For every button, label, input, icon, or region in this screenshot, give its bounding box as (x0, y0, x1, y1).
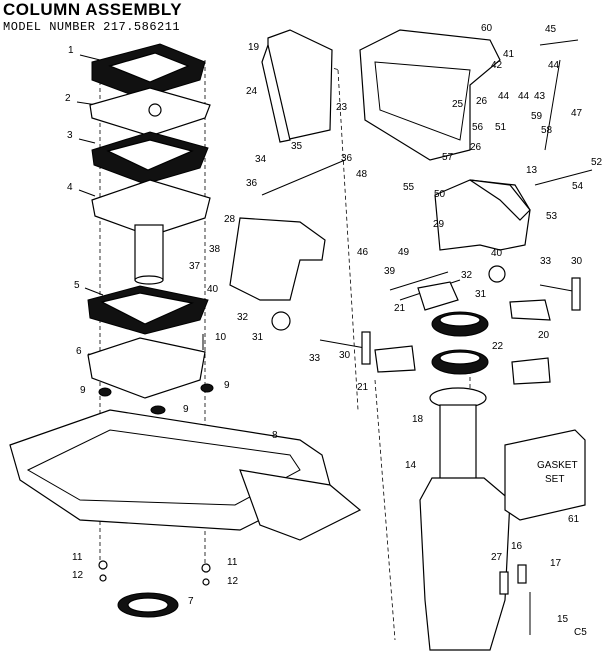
callout-c18: 18 (412, 414, 424, 425)
callout-c14: 14 (405, 460, 417, 471)
callout-c49: 49 (398, 247, 410, 258)
callout-c30b: 30 (339, 350, 351, 361)
callout-c12b: 12 (227, 576, 239, 587)
column-14 (439, 404, 477, 481)
callout-c60: 60 (481, 23, 493, 34)
callout-c42: 42 (491, 60, 503, 71)
callout-c33b: 33 (309, 353, 321, 364)
callout-c40b: 40 (207, 284, 219, 295)
callout-c32a: 32 (461, 270, 473, 281)
rod-52 (534, 169, 593, 186)
bushing-half-20 (509, 299, 551, 321)
callout-c31a: 31 (475, 289, 487, 300)
callout-c45: 45 (545, 24, 557, 35)
callout-c59: 59 (531, 111, 543, 122)
link-45 (539, 39, 579, 46)
callout-c53: 53 (546, 211, 558, 222)
callout-c50: 50 (434, 189, 446, 200)
pad-27 (499, 571, 509, 595)
callout-c38: 38 (209, 244, 221, 255)
plate-16 (517, 564, 527, 584)
drive-shaft-housing (419, 477, 511, 651)
callout-c30a: 30 (571, 256, 583, 267)
callout-c20: 20 (538, 330, 550, 341)
shaft-34 (261, 159, 346, 196)
clamp-screw-30 (319, 339, 366, 349)
callout-c33a: 33 (540, 256, 552, 267)
callout-c26a: 26 (476, 96, 488, 107)
swivel-housing-60 (359, 29, 501, 161)
callout-c41: 41 (503, 49, 515, 60)
callout-c12a: 12 (72, 570, 84, 581)
callout-c55: 55 (403, 182, 415, 193)
callout-c24: 24 (246, 86, 258, 97)
callout-c48: 48 (356, 169, 368, 180)
callout-c44b: 44 (498, 91, 510, 102)
callout-c8: 8 (272, 430, 278, 441)
callout-c34: 34 (255, 154, 267, 165)
callout-c36a: 36 (341, 153, 353, 164)
callout-c44a: 44 (548, 60, 560, 71)
callout-c10: 10 (215, 332, 227, 343)
plate-6 (87, 337, 206, 399)
callout-c23: 23 (336, 102, 348, 113)
adapter-plate-4 (91, 179, 211, 237)
callout-c22: 22 (492, 341, 504, 352)
callout-c52: 52 (591, 157, 603, 168)
callout-c43: 43 (534, 91, 546, 102)
callout-c9b: 9 (183, 404, 189, 415)
callout-c19: 19 (248, 42, 260, 53)
callout-c15: 15 (557, 614, 569, 625)
callout-c57: 57 (442, 152, 454, 163)
callout-c5: 5 (74, 280, 80, 291)
callout-c1: 1 (68, 45, 74, 56)
clamp-bracket-28 (229, 217, 326, 301)
callout-c54: 54 (572, 181, 584, 192)
callout-c31b: 31 (252, 332, 264, 343)
callout-c11a: 11 (72, 552, 83, 563)
callout-c4: 4 (67, 182, 73, 193)
callout-c7: 7 (188, 596, 194, 607)
callout-c36b: 36 (246, 178, 258, 189)
callout-c13: 13 (526, 165, 538, 176)
callout-c27: 27 (491, 552, 503, 563)
callout-c29: 29 (433, 219, 445, 230)
callout-c58: 58 (541, 125, 553, 136)
callout-c11b: 11 (227, 557, 238, 568)
callout-c44c: 44 (518, 91, 530, 102)
callout-c2: 2 (65, 93, 71, 104)
callout-c37: 37 (189, 261, 201, 272)
bushing-half-21a (417, 281, 459, 311)
callout-c9a: 9 (80, 385, 86, 396)
callout-c40a: 40 (491, 248, 503, 259)
callout-c16: 16 (511, 541, 523, 552)
callout-c17: 17 (550, 558, 562, 569)
callout-c9c: 9 (224, 380, 230, 391)
callout-c61: 61 (568, 514, 580, 525)
page-title: COLUMN ASSEMBLY (3, 0, 183, 19)
callout-c21a: 21 (394, 303, 406, 314)
callout-c6: 6 (76, 346, 82, 357)
link-47 (544, 59, 561, 151)
model-number: MODEL NUMBER 217.586211 (3, 20, 181, 34)
callout-c28: 28 (224, 214, 236, 225)
bushing-half-21b (374, 345, 416, 373)
gasket-box-line2: SET (545, 474, 564, 485)
callout-c25: 25 (452, 99, 464, 110)
callout-c56: 56 (472, 122, 484, 133)
callout-c26b: 26 (470, 142, 482, 153)
callout-c32b: 32 (237, 312, 249, 323)
callout-c47: 47 (571, 108, 583, 119)
callout-c21b: 21 (357, 382, 369, 393)
callout-c39: 39 (384, 266, 396, 277)
page-code: C5 (574, 627, 587, 638)
callout-c3: 3 (67, 130, 73, 141)
callout-c51: 51 (495, 122, 507, 133)
gasket-box-line1: GASKET (537, 460, 578, 471)
gasket-set-box-61: GASKET SET (504, 429, 586, 521)
callout-c35: 35 (291, 141, 303, 152)
callout-c46: 46 (357, 247, 369, 258)
